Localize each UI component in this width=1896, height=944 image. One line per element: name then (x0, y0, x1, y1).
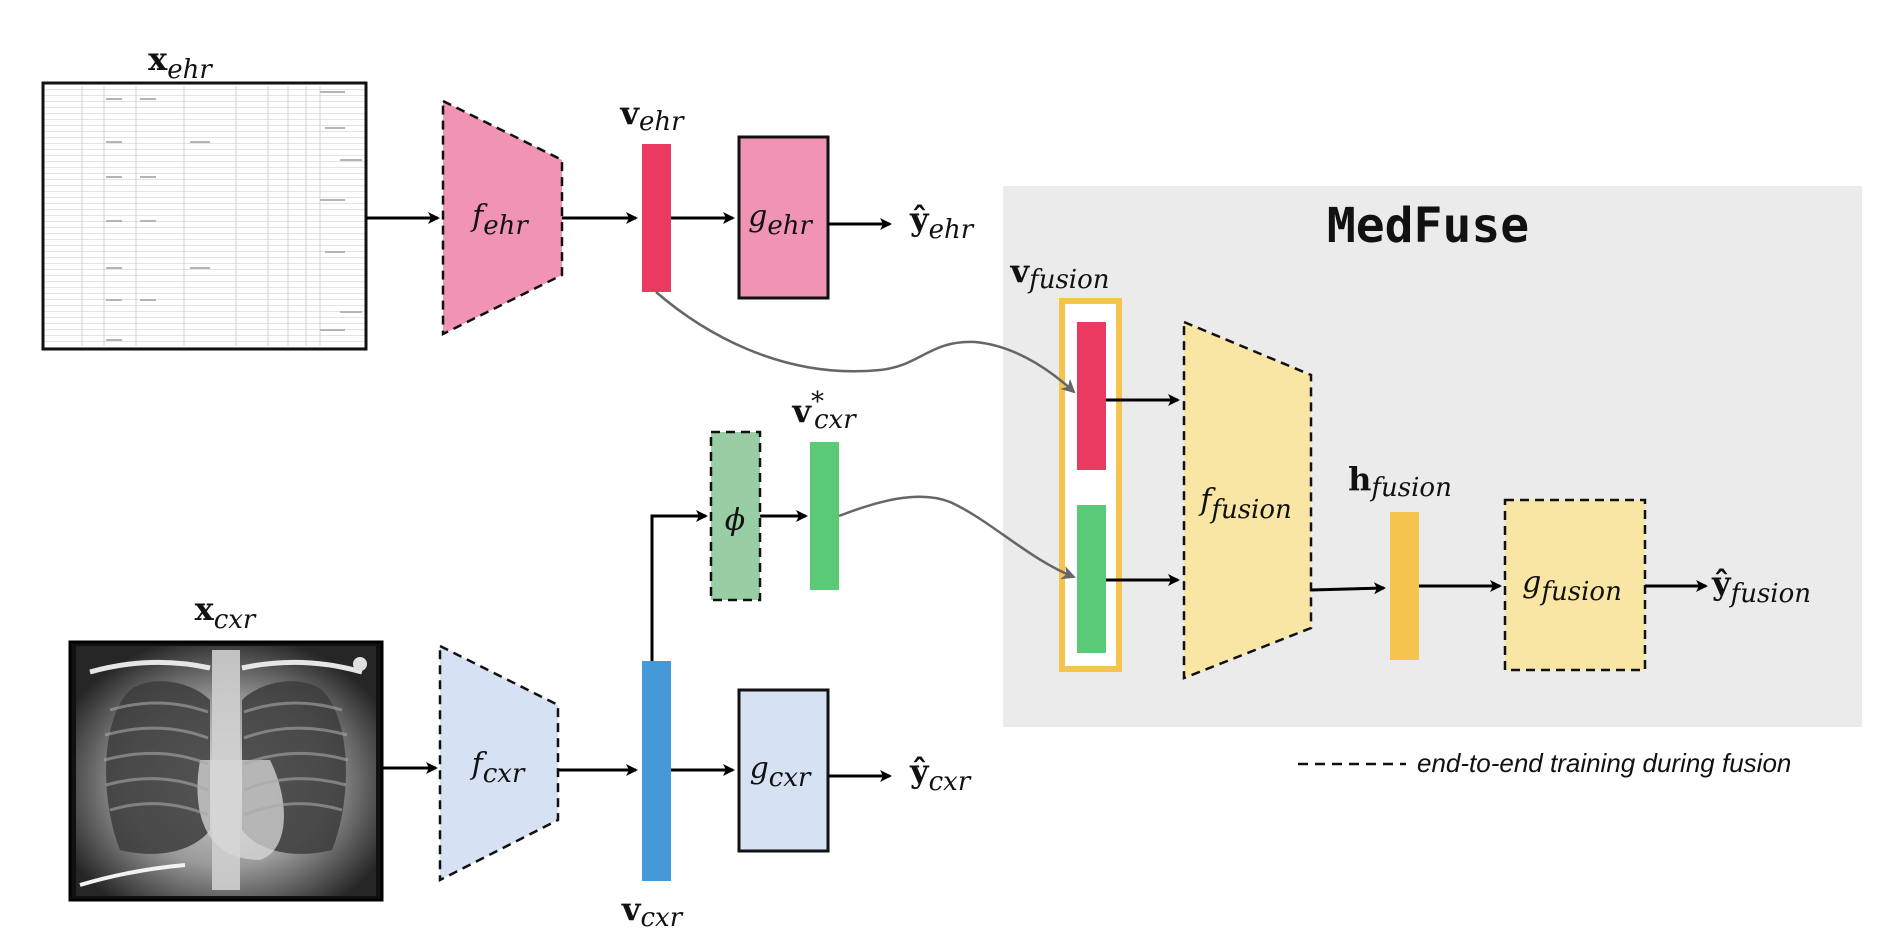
arrow-ehr-vector-to-fusion (655, 291, 1076, 394)
ehr-vector (642, 144, 671, 292)
fusion-hidden-label: hfusion (1348, 460, 1452, 503)
cxr-vector (642, 661, 671, 881)
fusion-hidden-vector (1390, 512, 1419, 660)
medfuse-title: MedFuse (1327, 198, 1529, 254)
cxr-encoder-label: fcxr (470, 747, 526, 789)
medfuse-panel (1003, 186, 1862, 727)
legend-label: end-to-end training during fusion (1417, 748, 1791, 778)
ehr-encoder (441, 98, 564, 337)
arrow-fusion-encoder-to-hidden (1310, 582, 1386, 595)
cxr-head-label: gcxr (750, 751, 812, 793)
chest-xray-image (68, 640, 384, 902)
projection-box (709, 430, 762, 602)
fusion-head-label: gfusion (1522, 565, 1622, 607)
arrow-projected-vector-to-fusion (838, 495, 1076, 580)
cxr-vector-label: vcxr (621, 890, 684, 933)
ehr-output-label: ŷehr (909, 200, 975, 245)
fusion-encoder (1182, 320, 1313, 680)
fusion-output-label: ŷfusion (1711, 564, 1811, 609)
arrow-cxr-vector-to-projection (650, 510, 708, 661)
ehr-vector-label: vehr (619, 94, 685, 137)
cxr-head (737, 688, 830, 853)
fusion-vector-ehr-part (1077, 322, 1106, 470)
fusion-vector-label: vfusion (1009, 252, 1109, 295)
projection-label: ϕ (725, 503, 745, 538)
ehr-input-label: xehr (148, 40, 213, 85)
ehr-head (737, 135, 830, 300)
fusion-vector-cxr-part (1077, 505, 1106, 653)
cxr-output-label: ŷcxr (909, 752, 972, 797)
cxr-encoder (438, 643, 560, 883)
ehr-head-label: gehr (748, 199, 813, 241)
ehr-table-image (41, 81, 368, 351)
cxr-input-label: xcxr (195, 590, 257, 635)
projected-cxr-vector-label: v*cxr (791, 387, 857, 435)
projected-cxr-vector (810, 442, 839, 590)
fusion-head (1503, 498, 1647, 672)
